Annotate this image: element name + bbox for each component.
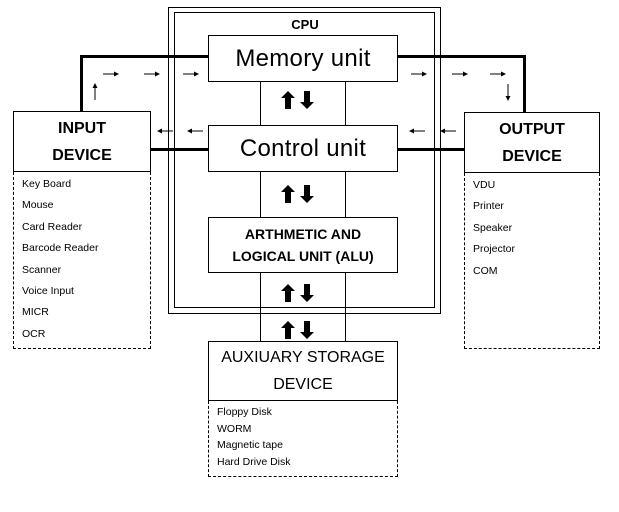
output-device-title-line1: OUTPUT bbox=[499, 120, 565, 138]
list-item: Key Board bbox=[22, 178, 72, 190]
list-item: OCR bbox=[22, 327, 46, 340]
output-vertical-connector bbox=[523, 55, 526, 112]
list-item: Speaker bbox=[473, 221, 513, 234]
storage-device-box: AUXIUARY STORAGE DEVICE bbox=[208, 341, 398, 401]
alu-line2: LOGICAL UNIT (ALU) bbox=[232, 248, 374, 264]
list-item: WORM bbox=[217, 422, 252, 435]
up-down-arrow-icon bbox=[280, 283, 316, 303]
cpu-label: CPU bbox=[291, 17, 319, 32]
list-item: Magnetic tape bbox=[217, 439, 283, 451]
control-left-connector bbox=[150, 148, 208, 151]
list-item: COM bbox=[473, 264, 498, 277]
input-device-title-line2: DEVICE bbox=[52, 146, 112, 164]
alu-box: ARTHMETIC AND LOGICAL UNIT (ALU) bbox=[208, 217, 398, 273]
control-right-connector bbox=[398, 148, 464, 151]
list-item: MICR bbox=[22, 306, 49, 319]
cpu-outer-border bbox=[168, 7, 441, 314]
input-device-list: Key Board Mouse Card Reader Barcode Read… bbox=[13, 172, 151, 349]
memory-unit-box: Memory unit bbox=[208, 35, 398, 82]
list-item: Hard Drive Disk bbox=[217, 455, 291, 468]
control-unit-box: Control unit bbox=[208, 125, 398, 172]
top-left-connector bbox=[80, 55, 208, 58]
up-down-arrow-icon bbox=[280, 320, 316, 340]
bus-line-right bbox=[345, 81, 346, 341]
list-item: Voice Input bbox=[22, 284, 74, 297]
list-item: Scanner bbox=[22, 263, 62, 276]
bus-line-left bbox=[260, 81, 261, 341]
list-item: Floppy Disk bbox=[217, 406, 272, 418]
up-down-arrow-icon bbox=[280, 90, 316, 110]
storage-title-line1: AUXIUARY STORAGE bbox=[221, 349, 385, 366]
storage-title-line2: DEVICE bbox=[273, 376, 333, 393]
up-down-arrow-icon bbox=[280, 184, 316, 204]
list-item: Barcode Reader bbox=[22, 242, 99, 255]
list-item: VDU bbox=[473, 179, 496, 191]
input-device-title-line1: INPUT bbox=[58, 119, 106, 137]
alu-line1: ARTHMETIC AND bbox=[244, 226, 362, 242]
list-item: Printer bbox=[473, 200, 504, 213]
output-device-list: VDU Printer Speaker Projector COM bbox=[464, 173, 600, 349]
output-device-box: OUTPUT DEVICE bbox=[464, 112, 600, 173]
output-device-title-line2: DEVICE bbox=[502, 147, 562, 165]
input-device-box: INPUT DEVICE bbox=[13, 111, 151, 172]
input-vertical-connector bbox=[80, 55, 83, 111]
cpu-inner-border bbox=[174, 12, 435, 308]
list-item: Card Reader bbox=[22, 220, 83, 233]
storage-device-list: Floppy Disk WORM Magnetic tape Hard Driv… bbox=[208, 401, 398, 477]
top-right-connector bbox=[398, 55, 526, 58]
list-item: Projector bbox=[473, 243, 516, 256]
list-item: Mouse bbox=[22, 199, 54, 212]
